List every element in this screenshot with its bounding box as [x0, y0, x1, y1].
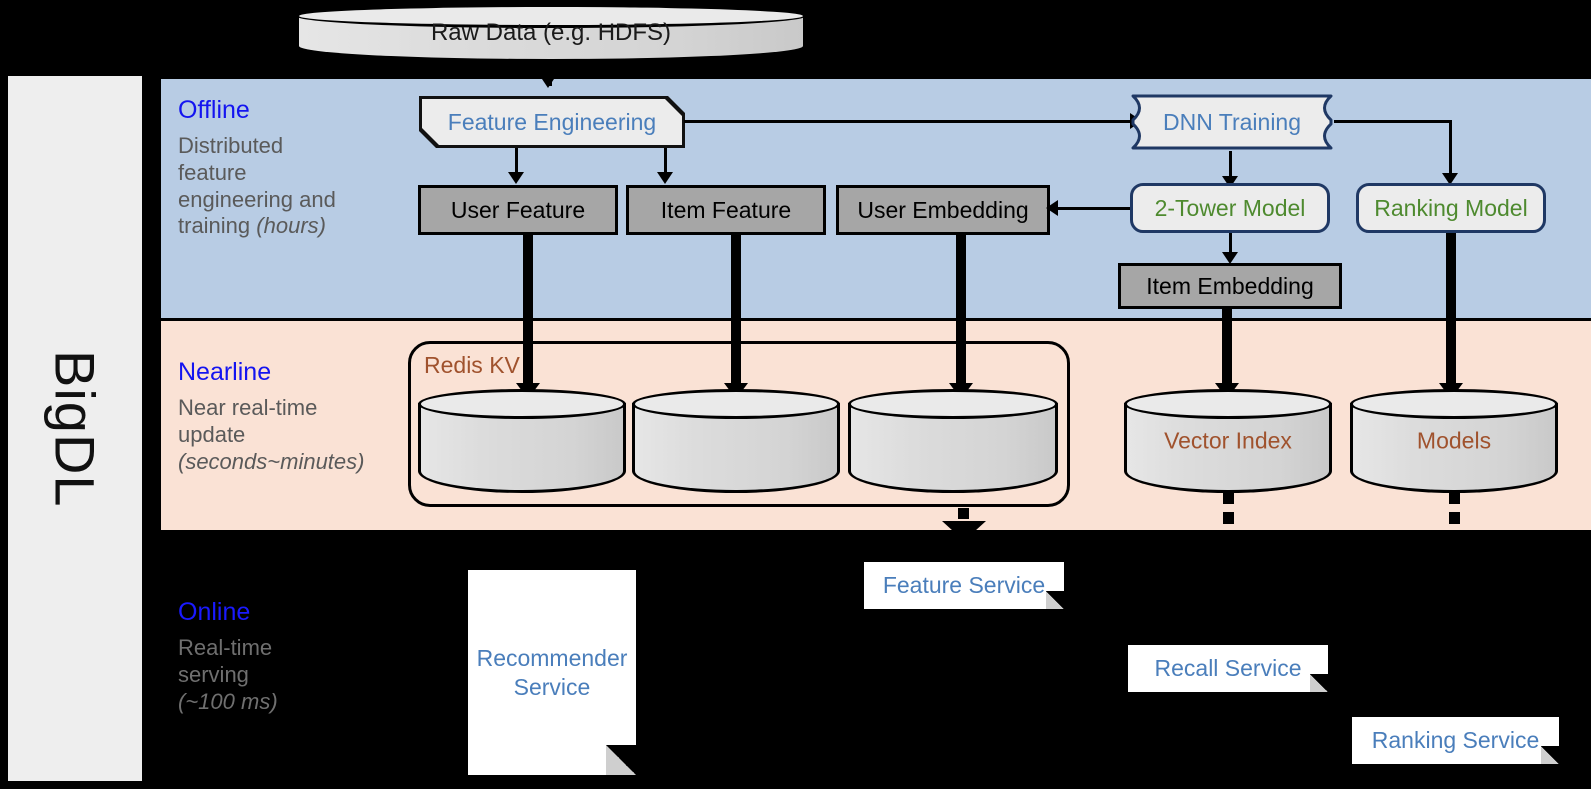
kv-store-item-feature-top	[632, 389, 840, 419]
offline-desc-l0: Distributed	[178, 133, 284, 158]
feature-service-node[interactable]: Feature Service	[864, 562, 1064, 609]
pipe-itemfeature-store	[731, 235, 741, 390]
feature-engineering-node[interactable]: Feature Engineering	[422, 99, 682, 145]
edge-dnn-rankingmodel-h	[1334, 120, 1452, 123]
edge-rawdata-featureeng	[547, 62, 552, 86]
item-feature-node[interactable]: Item Feature	[626, 185, 826, 235]
ranking-service-node[interactable]: Ranking Service	[1352, 717, 1559, 764]
dnn-training-label: DNN Training	[1162, 108, 1302, 135]
edge-dnn-twotower	[1229, 151, 1232, 181]
recall-service-node[interactable]: Recall Service	[1128, 645, 1328, 692]
kv-store-user-embedding[interactable]	[848, 389, 1058, 493]
dnn-training-node[interactable]	[1130, 93, 1334, 151]
edge-fe-dnn	[684, 120, 1134, 123]
dash-redis-featureservice-arrowhead	[942, 521, 986, 541]
models-label: Models	[1416, 427, 1492, 454]
ranking-model-label: Ranking Model	[1374, 194, 1528, 221]
recall-service-fold-icon	[1310, 674, 1328, 692]
nearline-description: Near real-time update (seconds~minutes)	[178, 395, 383, 475]
dash-models-rankingservice-a	[1449, 490, 1460, 504]
online-desc-l1: serving	[178, 661, 249, 687]
bigdl-label: BigDL	[43, 349, 107, 508]
online-description: Real-time serving (~100 ms)	[178, 635, 383, 715]
user-feature-label: User Feature	[450, 196, 586, 223]
feature-service-label: Feature Service	[882, 572, 1046, 599]
edge-twotower-userembedding-arrowhead	[1046, 200, 1058, 216]
feature-service-fold-icon	[1046, 591, 1064, 609]
vector-index-label: Vector Index	[1164, 427, 1292, 454]
edge-twotower-itemembedding	[1229, 233, 1232, 259]
vector-index-datastore[interactable]: Vector Index	[1124, 389, 1332, 493]
online-caption: Online Real-time serving (~100 ms)	[178, 598, 383, 715]
edge-dnn-rankingmodel-v	[1449, 120, 1452, 178]
pipe-itemembedding-vectorindex	[1222, 309, 1232, 391]
redis-kv-group	[408, 341, 1070, 507]
nearline-caption: Nearline Near real-time update (seconds~…	[178, 358, 383, 475]
online-desc-l0: Real-time	[178, 635, 273, 660]
edge-rawdata-featureeng-arrowhead	[540, 76, 556, 88]
edge-fe-itemfeature	[664, 148, 667, 176]
dash-redis-featureservice-a	[958, 508, 969, 519]
item-embedding-label: Item Embedding	[1146, 272, 1314, 299]
recommender-service-fold-icon	[606, 745, 636, 775]
pipe-userembedding-store	[956, 235, 966, 390]
bigdl-sidebar: BigDL	[8, 76, 142, 781]
online-title: Online	[178, 598, 251, 626]
vector-index-top	[1124, 389, 1332, 419]
dash-models-rankingservice-b	[1449, 512, 1460, 524]
ranking-service-fold-icon	[1541, 746, 1559, 764]
dash-vectorindex-recallservice-b	[1223, 512, 1234, 524]
nearline-desc-l0: Near real-time	[178, 395, 318, 420]
offline-title: Offline	[178, 96, 250, 124]
kv-store-user-feature[interactable]	[418, 389, 626, 493]
offline-caption: Offline Distributed feature engineering …	[178, 96, 383, 240]
item-embedding-node[interactable]: Item Embedding	[1118, 263, 1342, 309]
offline-desc-l2: engineering and	[178, 186, 336, 212]
recommender-service-label: Recommender Service	[476, 644, 628, 700]
offline-desc-italic: (hours)	[256, 213, 326, 239]
offline-description: Distributed feature engineering and trai…	[178, 133, 383, 240]
item-feature-label: Item Feature	[660, 196, 792, 223]
models-top	[1350, 389, 1558, 419]
raw-data-cylinder-top	[296, 4, 806, 28]
edge-twotower-userembedding	[1056, 207, 1130, 210]
online-desc-italic: (~100 ms)	[178, 688, 278, 714]
offline-desc-l3: training	[178, 213, 257, 239]
raw-data-datastore: Raw Data (e.g. HDFS)	[296, 4, 806, 62]
pipe-userfeature-store	[523, 235, 533, 390]
recommender-service-node[interactable]: Recommender Service	[468, 570, 636, 775]
dash-vectorindex-recallservice-a	[1223, 490, 1234, 504]
recall-service-label: Recall Service	[1154, 655, 1302, 682]
edge-fe-userfeature-arrowhead	[508, 172, 524, 184]
feature-engineering-label: Feature Engineering	[447, 108, 657, 135]
kv-store-user-feature-top	[418, 389, 626, 419]
user-feature-node[interactable]: User Feature	[418, 185, 618, 235]
kv-store-user-embedding-top	[848, 389, 1058, 419]
nearline-desc-l1: update	[178, 421, 246, 447]
edge-fe-itemfeature-arrowhead	[657, 172, 673, 184]
models-datastore[interactable]: Models	[1350, 389, 1558, 493]
user-embedding-node[interactable]: User Embedding	[836, 185, 1050, 235]
edge-fe-userfeature	[515, 148, 518, 176]
ranking-service-label: Ranking Service	[1371, 727, 1540, 754]
redis-kv-label: Redis KV	[424, 352, 520, 378]
kv-store-item-feature[interactable]	[632, 389, 840, 493]
nearline-title: Nearline	[178, 358, 272, 386]
dnn-training-label-wrap: DNN Training	[1130, 93, 1334, 151]
offline-desc-l1: feature	[178, 159, 247, 185]
raw-data-label: Raw Data (e.g. HDFS)	[430, 19, 672, 46]
two-tower-model-node[interactable]: 2-Tower Model	[1130, 183, 1330, 233]
pipe-rankingmodel-models	[1446, 233, 1456, 391]
ranking-model-node[interactable]: Ranking Model	[1356, 183, 1546, 233]
two-tower-model-label: 2-Tower Model	[1154, 194, 1306, 221]
edge-dnn-rankingmodel-arrowhead	[1442, 173, 1458, 185]
edge-twotower-itemembedding-arrowhead	[1222, 252, 1238, 264]
user-embedding-label: User Embedding	[857, 196, 1029, 223]
nearline-desc-italic: (seconds~minutes)	[178, 448, 365, 474]
